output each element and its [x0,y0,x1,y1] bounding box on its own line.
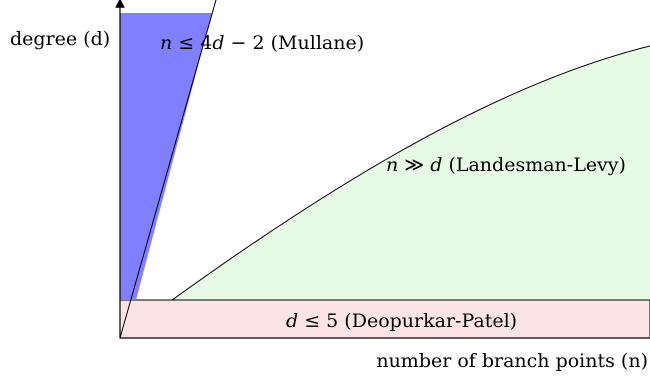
landesman-levy-region [120,46,650,338]
mullane-region [120,13,212,300]
mullane-label: n ≤ 4d − 2 (Mullane) [160,32,364,54]
landesman-levy-label: n ≫ d (Landesman-Levy) [386,154,626,176]
x-axis-label: number of branch points (n) [376,350,648,372]
landesman-levy-curve [119,45,650,339]
mullane-line [119,0,217,339]
deopurkar-patel-label: d ≤ 5 (Deopurkar-Patel) [286,310,517,332]
deopurkar-patel-band [119,299,650,339]
y-axis-label: degree (d) [10,28,110,50]
